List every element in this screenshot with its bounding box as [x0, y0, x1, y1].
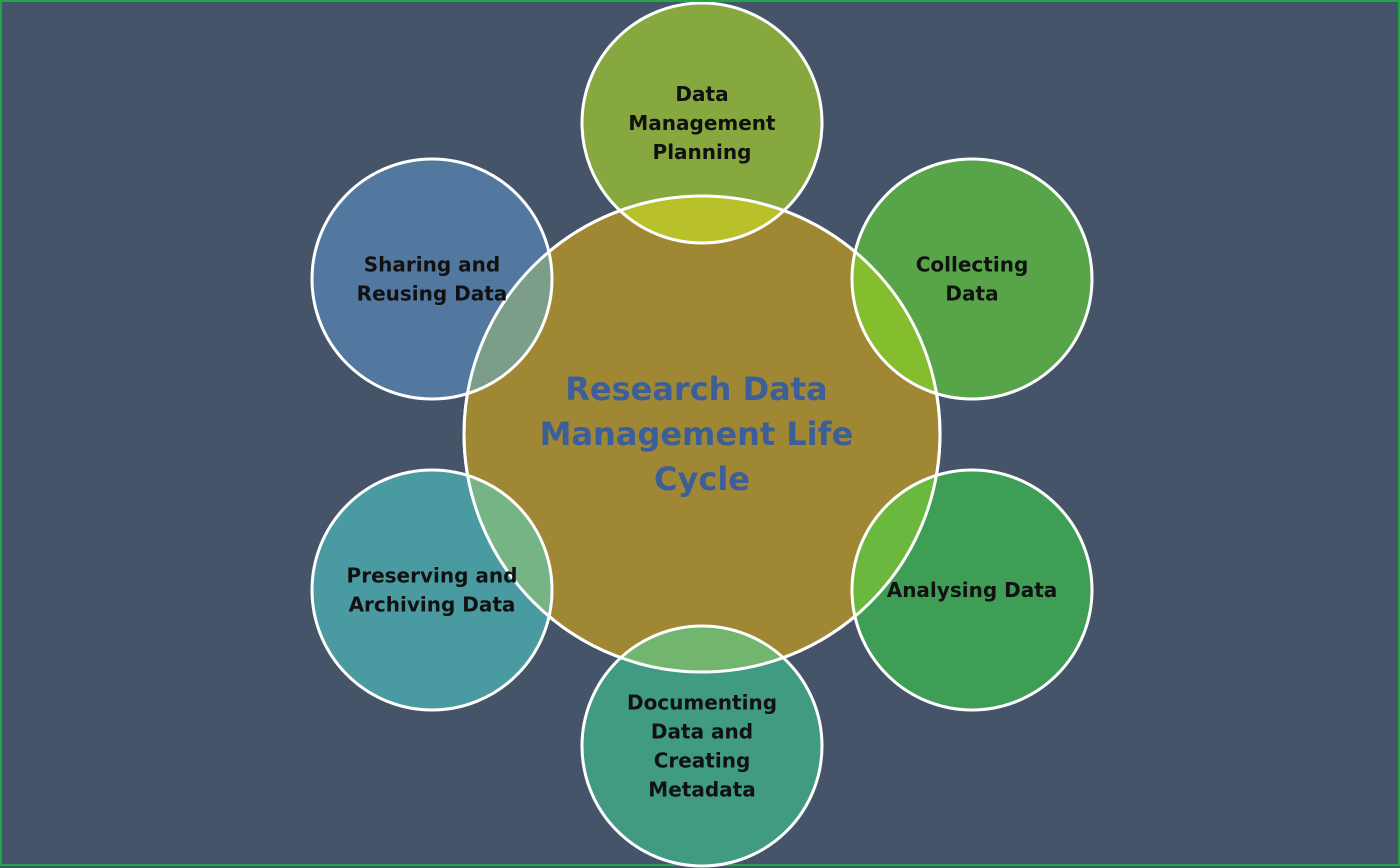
stage-label-line: Archiving Data — [349, 593, 516, 617]
stage-label-line: Reusing Data — [357, 282, 508, 306]
stage-preserving-archiving-data-outline — [310, 468, 554, 712]
stage-label-line: Data — [675, 82, 728, 106]
stage-label-line: Metadata — [648, 778, 755, 802]
stage-sharing-reusing-data-outline — [310, 157, 554, 401]
stage-label-line: Documenting — [627, 691, 777, 715]
stage-data-management-planning-circle — [582, 3, 822, 243]
stage-analysing-data-label: Analysing Data — [887, 578, 1058, 602]
stage-label-line: Creating — [654, 749, 751, 773]
stage-data-management-planning-outline — [580, 2, 824, 245]
center-circle-outline — [462, 194, 942, 674]
stage-label-line: Management — [628, 111, 776, 135]
stage-label-line: Sharing and — [364, 253, 500, 277]
stage-label-line: Analysing Data — [887, 578, 1058, 602]
center-title-line: Management Life — [540, 415, 854, 453]
stage-documenting-data-circle — [582, 626, 822, 866]
center-title: Research Data Management Life Cycle — [540, 370, 865, 498]
stage-collecting-data-outline — [850, 157, 1094, 401]
stage-label-line: Planning — [653, 140, 752, 164]
stage-analysing-data-outline — [850, 468, 1094, 712]
stage-label-line: Data and — [651, 720, 753, 744]
center-title-line: Cycle — [654, 460, 750, 498]
stage-label-line: Preserving and — [347, 564, 518, 588]
stage-label-line: Data — [945, 282, 998, 306]
stage-label-line: Collecting — [916, 253, 1029, 277]
center-title-line: Research Data — [565, 370, 827, 408]
